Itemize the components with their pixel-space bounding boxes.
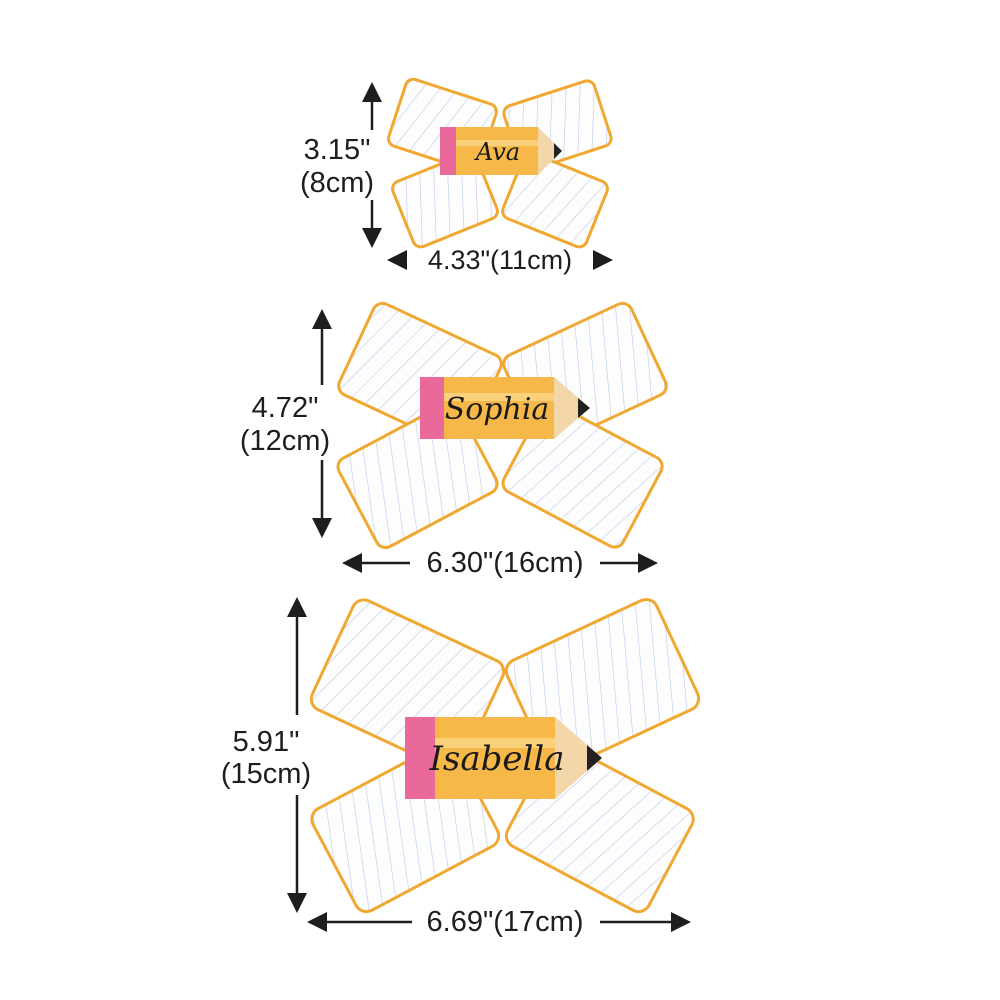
width-label: 4.33"(11cm) [427,245,573,275]
height-label-inches: 4.72" [251,392,319,424]
name-tag-text: Ava [474,138,520,166]
name-tag-text: Isabella [428,739,564,779]
height-label-inches: 5.91" [232,726,300,758]
bow-medium: Sophia [336,301,668,550]
width-label: 6.30"(16cm) [426,547,584,579]
width-label: 6.69"(17cm) [426,906,584,938]
name-tag-text: Sophia [445,392,550,427]
bow-large: Isabella [309,597,701,914]
dimension-arrows [287,82,691,932]
height-label-inches: 3.15" [303,134,371,166]
bow-small: Ava [387,77,613,249]
height-label-cm: (8cm) [299,167,375,199]
height-label-cm: (15cm) [220,758,312,790]
height-label-cm: (12cm) [239,425,331,457]
